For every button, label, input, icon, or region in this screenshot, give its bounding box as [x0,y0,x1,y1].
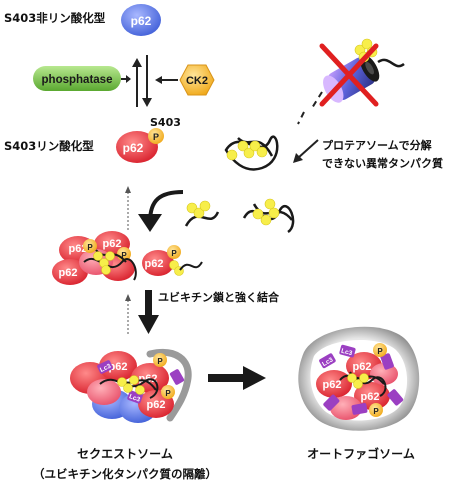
cluster-p62-label-1: p62 [59,267,78,279]
auto-p-label-2: P [373,407,379,416]
auto-lc3-label-2: Lc3 [340,348,353,358]
cluster-p62-label-3: p62 [69,243,88,255]
cross-line-2 [319,43,379,107]
ck2-label: CK2 [186,75,208,87]
reverse-dotted-head-1 [125,186,131,193]
aggregate-cluster-2 [184,200,220,227]
cluster-p62-label-2: p62 [103,238,122,250]
label-s403-phos: S403リン酸化型 [4,139,94,153]
auto-lc3-label-1: Lc3 [321,356,335,368]
p62-single-ub-bound: p62 P [142,245,203,276]
arrow-down-head [142,98,152,107]
proteasome-pore [365,61,374,75]
single-p-label: P [171,249,177,258]
arrow-up-head [132,58,142,67]
autophagosome-label: オートファゴソーム [307,446,415,461]
proteasome-dashed-line [297,91,323,125]
seq-p-label-1: P [157,357,163,366]
p62-oligomer-cluster: p62 p62 p62 P P [52,231,137,285]
sequestosome-sub-label: （ユビキチン化タンパク質の隔離） [33,467,217,481]
merge-arrowhead [138,214,162,232]
auto-p62-label-2: p62 [361,391,380,403]
down-arrow-shaft [145,290,152,316]
aberrant-arrow [297,139,319,159]
label-s403-unphos: S403非リン酸化型 [4,11,106,25]
p62-phos-label: p62 [123,141,144,155]
cluster-p-label-1: P [87,243,93,252]
down-arrow-head [138,315,159,334]
phosphatase-label: phosphatase [42,74,113,86]
ck2-hexagon [179,64,215,96]
seq-lc3-label-2: Lc3 [128,393,141,404]
p62-unphos-shape [121,4,161,36]
seq-p62-label-3: p62 [109,361,128,373]
to-autophagosome-arrow-shaft [208,374,244,382]
sequestosome-cluster: p62 p62 p62 Lc3 Lc3 P P [70,349,192,423]
phospho-p-circle [148,128,164,144]
aberrant-arrowhead [293,153,303,163]
single-p62-label: p62 [145,258,164,270]
auto-p62-label-1: p62 [323,379,342,391]
phosphatase-arrowhead [126,75,131,83]
label-s403: S403 [150,116,181,129]
to-autophagosome-arrowhead [243,366,266,390]
sequestosome-label: セクエストソーム [77,447,173,461]
reverse-dotted-head-2 [125,294,131,301]
cluster-p-label-2: P [121,251,127,260]
ck2-arrowhead [155,76,162,84]
p62-unphos-label: p62 [131,14,152,28]
substrate-chain [377,58,405,68]
sequestosome-membrane-arc [146,349,192,422]
p62-phos-shape [116,131,158,163]
auto-p62-label-3: p62 [353,361,372,373]
phosphatase-pill [33,66,121,91]
autophagosome: p62 p62 p62 Lc3 Lc3 P P [298,326,420,431]
seq-p62-label-2: p62 [147,399,166,411]
aberrant-text-line1: プロテアソームで分解 [322,138,432,152]
ubiquitin-binding-label: ユビキチン鎖と強く結合 [158,290,280,304]
seq-p-label-2: P [165,389,171,398]
seq-lc3-label-1: Lc3 [99,363,112,374]
proteasome-group [319,38,405,107]
aggregate-cluster-1 [224,135,279,171]
auto-p-label-1: P [377,347,383,356]
aggregate-cluster-3 [242,198,295,234]
phospho-p-label: P [153,132,159,142]
aberrant-text-line2: できない異常タンパク質 [322,156,443,170]
